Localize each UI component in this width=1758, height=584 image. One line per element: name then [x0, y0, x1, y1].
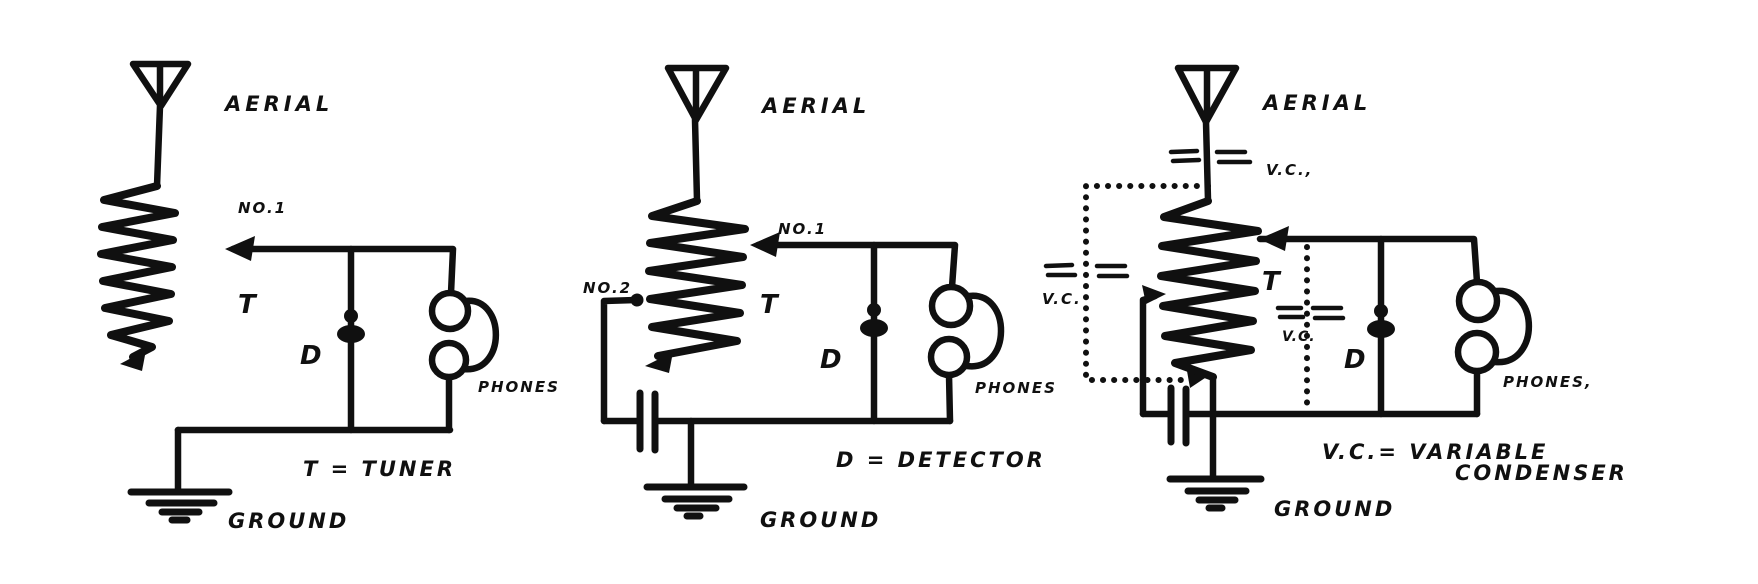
earpiece-top [1455, 278, 1501, 324]
tap-wire [1139, 292, 1159, 418]
no1-arrowhead-icon [225, 236, 255, 261]
detector-symbol [860, 303, 888, 337]
aerial-icon [1174, 64, 1240, 204]
fixed-condenser-icon [1167, 384, 1190, 447]
ground-icon [127, 488, 233, 524]
aerial-icon [664, 64, 730, 204]
ground-icon [1166, 475, 1265, 512]
caption-vc-line2: CONDENSER [1455, 461, 1628, 485]
ground-label: GROUND [1274, 497, 1395, 521]
coil-end-arrow-icon [645, 352, 673, 373]
tuner-coil [1157, 197, 1262, 381]
aerial-label: AERIAL [223, 92, 333, 116]
coil-zigzag [645, 197, 749, 360]
coil-zigzag [97, 182, 179, 361]
detector-label: D [820, 345, 844, 375]
earpiece-top [928, 283, 974, 329]
earpiece-bottom [1454, 329, 1500, 375]
detector-lead-wire [1256, 235, 1481, 286]
vc-shunt-right-label: V.C. [1282, 329, 1316, 345]
no2-tap-wire [600, 296, 641, 425]
coil-end-arrow-icon [120, 350, 146, 371]
aerial-icon [129, 60, 192, 190]
phones-icon [927, 283, 1005, 379]
no1-arrowhead-icon [750, 232, 780, 257]
circuit-3: AERIAL V.C., V.C. V.C. T D PHONES, V.C.=… [1042, 64, 1628, 521]
detector-crystal-icon [337, 325, 365, 343]
phones-label: PHONES [478, 378, 560, 396]
wires [600, 232, 959, 491]
detector-crystal-icon [1367, 320, 1395, 338]
circuit-1: AERIAL NO.1 T D PHONES T = TUNER GROUND [97, 60, 560, 533]
tap-arrowhead-icon [1142, 285, 1166, 304]
detector-label: D [300, 341, 324, 371]
tuner-label: T [1262, 267, 1282, 297]
circuit-2: AERIAL NO.1 NO.2 T D PHONES D = DETECTOR… [583, 64, 1057, 532]
no1-lead-wire [229, 245, 457, 297]
earpiece-bottom [428, 339, 470, 381]
caption-vc-line1: V.C.= VARIABLE [1322, 440, 1548, 464]
caption-detector: D = DETECTOR [836, 448, 1046, 472]
no1-lead-wire [754, 241, 959, 291]
tap-no1-label: NO.1 [778, 220, 827, 238]
fixed-condenser-icon [636, 389, 659, 454]
headband-arc [459, 297, 499, 373]
detector-symbol [1367, 304, 1395, 338]
detector-symbol [337, 309, 365, 343]
aerial-label: AERIAL [1261, 91, 1371, 115]
headband-arc [1491, 287, 1532, 366]
vc-shunt-left-label: V.C. [1042, 290, 1082, 308]
vc-series-label: V.C., [1266, 161, 1313, 179]
detector-whisker-icon [1374, 304, 1388, 318]
series-variable-condenser-icon [1168, 148, 1253, 165]
wires [174, 236, 457, 496]
tuner-label: T [760, 290, 780, 320]
ground-icon [643, 483, 748, 520]
detector-label: D [1344, 345, 1368, 375]
aerial-lead-wire [691, 116, 701, 204]
phones-return-wire [945, 371, 954, 425]
aerial-lead-wire [153, 102, 164, 190]
lead-arrowhead-icon [1259, 226, 1289, 251]
tuner-coil [97, 182, 179, 371]
ground-label: GROUND [228, 509, 349, 533]
phones-icon [428, 289, 499, 381]
earpiece-top [428, 289, 472, 333]
dotted-end-arrow-icon [1187, 371, 1205, 388]
coil-zigzag [1157, 197, 1262, 381]
ground-label: GROUND [760, 508, 881, 532]
phones-icon [1454, 278, 1532, 375]
phones-label: PHONES [975, 379, 1057, 397]
earpiece-bottom [927, 335, 971, 379]
aerial-label: AERIAL [760, 94, 870, 118]
tuner-label: T [238, 290, 258, 320]
tap-no2-label: NO.2 [583, 279, 632, 297]
tap-no1-label: NO.1 [238, 199, 287, 217]
shunt-variable-condenser-dotted-left [1043, 183, 1211, 388]
phones-label: PHONES, [1503, 373, 1593, 391]
tuner-coil [645, 197, 749, 373]
headband-arc [963, 292, 1005, 370]
detector-whisker-icon [344, 309, 358, 323]
shunt-variable-condenser-dotted-right [1275, 244, 1346, 407]
dotted-option-wire [1083, 183, 1211, 383]
caption-tuner: T = TUNER [303, 457, 456, 481]
detector-whisker-icon [867, 303, 881, 317]
detector-crystal-icon [860, 319, 888, 337]
